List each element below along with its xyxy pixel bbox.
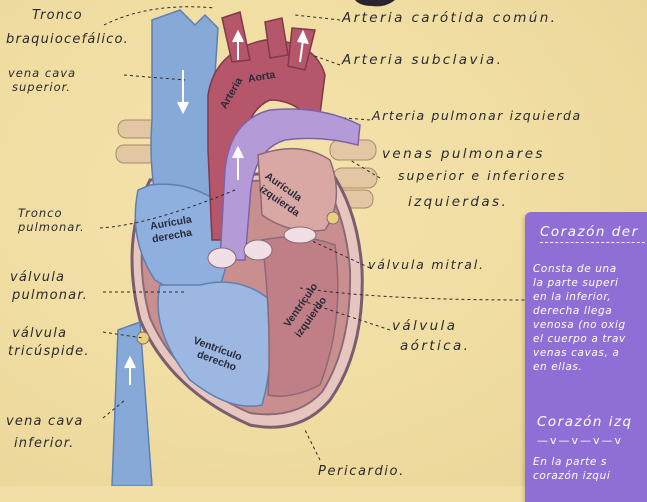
card-title: Corazón der [540,224,639,240]
label-tronco-pulmonar-1: Tronco [18,206,63,220]
label-valvula-mitral: válvula mitral. [368,257,485,272]
card-line: el cuerpo a trav [533,333,626,345]
label-valvula-pulmonar-1: válvula [10,270,65,285]
label-valvula-tricuspide-1: válvula [12,326,67,341]
label-venas-pulmonares-3: izquierdas. [408,194,508,210]
label-valvula-aortica-1: válvula [392,318,457,334]
card-line: corazón izqui [533,470,610,482]
label-arteria-carotida: Arteria carótida común. [342,10,557,26]
card-line: venas cavas, a [533,347,619,359]
label-vena-cava-inferior-1: vena cava [6,414,84,429]
card-line: Consta de una [533,263,617,275]
card-line: en la inferior, [533,291,611,303]
card-line: derecha llega [533,305,612,317]
card-line: la parte superi [533,277,619,289]
label-valvula-pulmonar-2: pulmonar. [12,288,88,303]
label-venas-pulmonares-2: superior e inferiores [398,168,566,183]
label-arteria-subclavia: Arteria subclavia. [342,52,503,68]
inferior-vena-cava [112,322,152,486]
label-vena-cava-superior-1: vena cava [8,66,76,80]
label-tronco-braquiocefalico-1: Tronco [32,8,83,23]
label-vena-cava-superior-2: superior. [12,80,71,94]
label-vena-cava-inferior-2: inferior. [14,436,74,451]
label-tronco-pulmonar-2: pulmonar. [18,220,85,234]
label-arteria-pulmonar-izquierda: Arteria pulmonar izquierda [372,108,582,123]
card-title-underline [540,242,647,243]
card-line: en ellas. [533,361,582,373]
label-tronco-braquiocefalico-2: braquiocefálico. [6,32,129,47]
label-venas-pulmonares-1: venas pulmonares [382,146,545,162]
label-valvula-aortica-2: aórtica. [400,338,470,354]
card-arrows: —v—v—v—v [537,434,623,447]
card-line: En la parte s [533,456,607,468]
label-pericardio: Pericardio. [318,464,405,479]
card-line: venosa (no oxig [533,319,626,331]
dark-decoration [355,0,395,6]
label-valvula-tricuspide-2: tricúspide. [8,344,90,359]
card-title-2: Corazón izq [537,414,633,430]
